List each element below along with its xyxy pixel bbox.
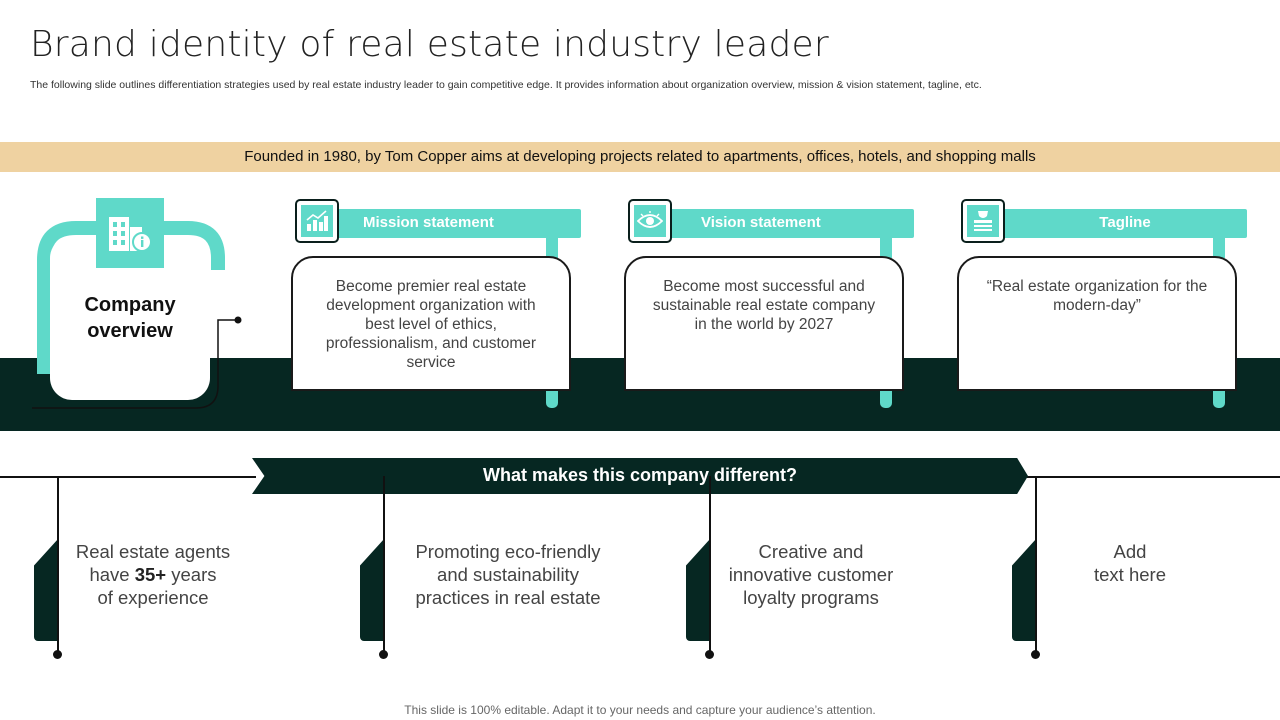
- company-overview-title: Company overview: [84, 294, 176, 342]
- diff-item-2: Promoting eco-friendly and sustainabilit…: [415, 541, 601, 608]
- diff-item-4: Add text here: [1094, 541, 1166, 585]
- footer-note: This slide is 100% editable. Adapt it to…: [404, 703, 876, 717]
- vision-card: Become most successful and sustainable r…: [624, 256, 904, 391]
- diff-dot-4: [1031, 650, 1040, 659]
- different-banner: What makes this company different?: [252, 458, 1028, 494]
- page-subtitle: The following slide outlines differentia…: [30, 79, 982, 91]
- diff-item-3: Creative and innovative customer loyalty…: [728, 541, 894, 608]
- diff-dot-2: [379, 650, 388, 659]
- diff-marker-4: [1012, 539, 1036, 641]
- diff-dot-1: [53, 650, 62, 659]
- page-title: Brand identity of real estate industry l…: [30, 24, 829, 65]
- mission-icon-frame: [295, 199, 339, 243]
- tagline-label: Tagline: [1099, 214, 1151, 231]
- growth-chart-icon: [301, 205, 333, 237]
- eye-icon: [634, 205, 666, 237]
- mission-foot: [546, 391, 558, 408]
- diff-item-1: Real estate agents have 35+ years of exp…: [75, 541, 231, 608]
- tagline-text: “Real estate organization for the modern…: [986, 278, 1208, 314]
- diff-line-2: [383, 476, 385, 655]
- timeline-line-right: [1024, 476, 1280, 478]
- company-overview-frame: [32, 221, 242, 409]
- tab-tagline: Tagline: [1003, 209, 1247, 238]
- timeline-line-left: [0, 476, 256, 478]
- vision-statement-label: Vision statement: [701, 214, 821, 231]
- vision-icon-frame: [628, 199, 672, 243]
- diff-marker-2: [360, 539, 384, 641]
- award-icon: [967, 205, 999, 237]
- diff-marker-1: [34, 539, 58, 641]
- diff-dot-3: [705, 650, 714, 659]
- tagline-connector: [1213, 238, 1225, 258]
- vision-connector: [880, 238, 892, 258]
- tagline-icon-frame: [961, 199, 1005, 243]
- vision-foot: [880, 391, 892, 408]
- tab-vision-statement: Vision statement: [669, 209, 914, 238]
- diff-marker-3: [686, 539, 710, 641]
- founded-banner: Founded in 1980, by Tom Copper aims at d…: [0, 142, 1280, 172]
- tagline-foot: [1213, 391, 1225, 408]
- mission-connector: [546, 238, 558, 258]
- mission-text: Become premier real estate development o…: [325, 278, 537, 371]
- diff-line-3: [709, 476, 711, 655]
- tab-mission-statement: Mission statement: [336, 209, 581, 238]
- diff-line-1: [57, 476, 59, 655]
- vision-text: Become most successful and sustainable r…: [652, 278, 876, 333]
- diff-line-4: [1035, 476, 1037, 655]
- mission-statement-label: Mission statement: [363, 214, 494, 231]
- building-info-icon: [96, 198, 164, 268]
- mission-card: Become premier real estate development o…: [291, 256, 571, 391]
- tagline-card: “Real estate organization for the modern…: [957, 256, 1237, 391]
